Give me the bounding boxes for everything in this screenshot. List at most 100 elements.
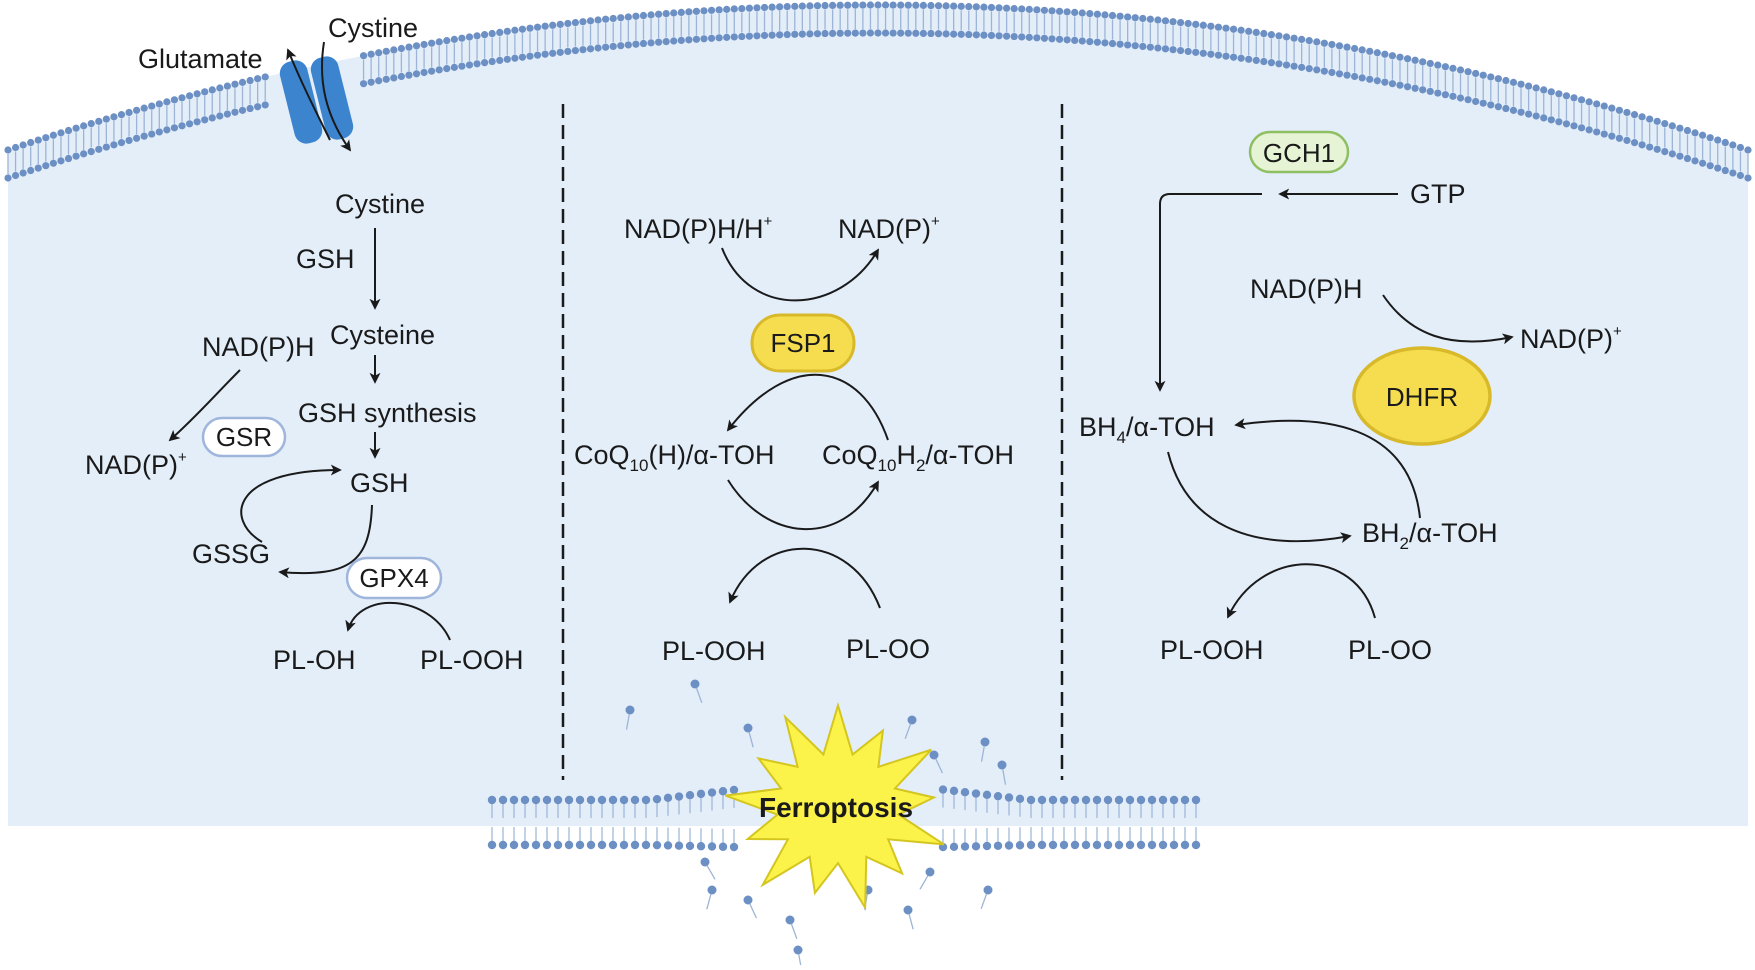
lipid-head xyxy=(498,840,508,850)
lipid-head xyxy=(707,788,717,797)
lipid-head xyxy=(639,39,648,48)
lipid-head xyxy=(1081,795,1091,805)
lipid-head xyxy=(1593,100,1601,108)
lipid-head xyxy=(1479,99,1487,107)
lipid-head xyxy=(201,88,209,96)
lipid-head xyxy=(170,96,179,104)
lipid-head xyxy=(246,104,254,113)
lipid-head xyxy=(652,794,662,804)
cystine-extracellular-label: Cystine xyxy=(328,13,418,43)
free-lipid-head xyxy=(625,705,635,715)
lipid-head xyxy=(1025,5,1033,13)
pl-oh-label: PL-OH xyxy=(273,645,356,675)
lipid-head xyxy=(1108,39,1117,48)
lipid-head xyxy=(1222,52,1230,60)
gpx4-label: GPX4 xyxy=(359,563,428,593)
lipid-head xyxy=(428,39,436,47)
pl-oo-label: PL-OO xyxy=(846,634,930,664)
lipid-head xyxy=(42,134,50,142)
gsh-synthesis-label: GSH synthesis xyxy=(298,398,477,428)
lipid-head xyxy=(1059,795,1069,805)
nadp-label: NAD(P)+ xyxy=(1520,323,1622,354)
gpx4-pathway-panel: Cystine GSH Cysteine NAD(P)H GSH synthes… xyxy=(85,189,524,675)
lipid-head xyxy=(1018,33,1026,41)
lipid-head xyxy=(49,159,57,167)
fsp1-label: FSP1 xyxy=(770,328,835,358)
lipid-head xyxy=(1124,13,1132,21)
lipid-head xyxy=(1004,793,1014,802)
lipid-head xyxy=(995,32,1003,40)
lipid-head xyxy=(1358,46,1366,54)
lipid-head xyxy=(1199,21,1207,29)
lipid-head xyxy=(1366,47,1374,55)
lipid-head xyxy=(608,840,618,850)
lipid-head xyxy=(1623,108,1631,117)
lipid-head xyxy=(1313,38,1321,46)
lipid-head xyxy=(980,3,988,11)
coqh2-to-coq-arrow xyxy=(726,373,889,441)
lipid-head xyxy=(216,112,224,120)
lipid-head xyxy=(609,42,617,51)
lipid-head xyxy=(564,840,574,850)
lipid-head xyxy=(696,842,706,851)
nadph-h-label: NAD(P)H/H+ xyxy=(624,213,773,244)
coq-reduced-label: CoQ10(H)/α-TOH xyxy=(574,440,775,475)
lipid-head xyxy=(1290,62,1298,70)
lipid-head xyxy=(715,34,723,42)
lipid-head xyxy=(938,785,948,794)
lipid-head xyxy=(1026,840,1036,850)
lipid-head xyxy=(367,50,375,58)
free-lipid-tail xyxy=(1002,768,1007,785)
lipid-head xyxy=(829,29,837,37)
lipid-head xyxy=(542,840,552,850)
lipid-head xyxy=(1146,15,1154,23)
lipid-head xyxy=(1158,795,1168,805)
free-lipid-head xyxy=(997,760,1007,770)
lipid-head xyxy=(1139,42,1147,51)
lipid-head xyxy=(488,57,496,66)
lipid-head xyxy=(64,126,73,135)
lipid-head xyxy=(927,1,935,10)
lipid-head xyxy=(509,840,519,850)
free-lipid-tail xyxy=(749,903,758,919)
lipid-head xyxy=(1305,37,1313,45)
lipid-head xyxy=(745,4,753,12)
lipid-head xyxy=(1161,45,1170,53)
free-lipid-tail xyxy=(748,731,754,748)
lipid-head xyxy=(602,15,610,23)
lipid-head xyxy=(254,75,262,83)
lipid-head xyxy=(80,150,88,158)
lipid-head xyxy=(859,1,867,9)
lipid-head xyxy=(715,6,723,14)
lipid-head xyxy=(140,104,148,112)
lipid-head xyxy=(597,795,607,805)
lipid-head xyxy=(155,128,163,136)
lipid-head xyxy=(1525,82,1533,90)
lipid-head xyxy=(148,130,156,138)
lipid-head xyxy=(435,38,443,46)
lipid-head xyxy=(1290,34,1298,42)
lipid-head xyxy=(95,117,103,125)
lipid-head xyxy=(223,110,231,118)
lipid-head xyxy=(1441,91,1449,99)
lipid-head xyxy=(738,32,746,41)
lipid-head xyxy=(1517,80,1525,88)
lipid-head xyxy=(246,76,254,85)
lipid-head xyxy=(866,1,875,9)
lipid-head xyxy=(663,841,673,850)
lipid-head xyxy=(662,9,670,18)
lipid-head xyxy=(586,795,596,805)
lipid-head xyxy=(685,841,695,851)
lipid-head xyxy=(993,841,1003,850)
lipid-head xyxy=(1108,11,1117,20)
lipid-head xyxy=(1298,63,1306,71)
lipid-head xyxy=(1078,37,1086,45)
lipid-head xyxy=(1267,31,1275,39)
lipid-head xyxy=(993,791,1003,801)
lipid-head xyxy=(1169,46,1177,54)
gch1-pathway-panel: GCH1 GTP NAD(P)H NAD(P)+ DHFR BH4/α-TOH … xyxy=(1079,130,1622,665)
lipid-head xyxy=(965,30,973,39)
lipid-head xyxy=(1396,81,1404,89)
lipid-head xyxy=(1547,88,1555,96)
lipid-head xyxy=(957,2,965,10)
